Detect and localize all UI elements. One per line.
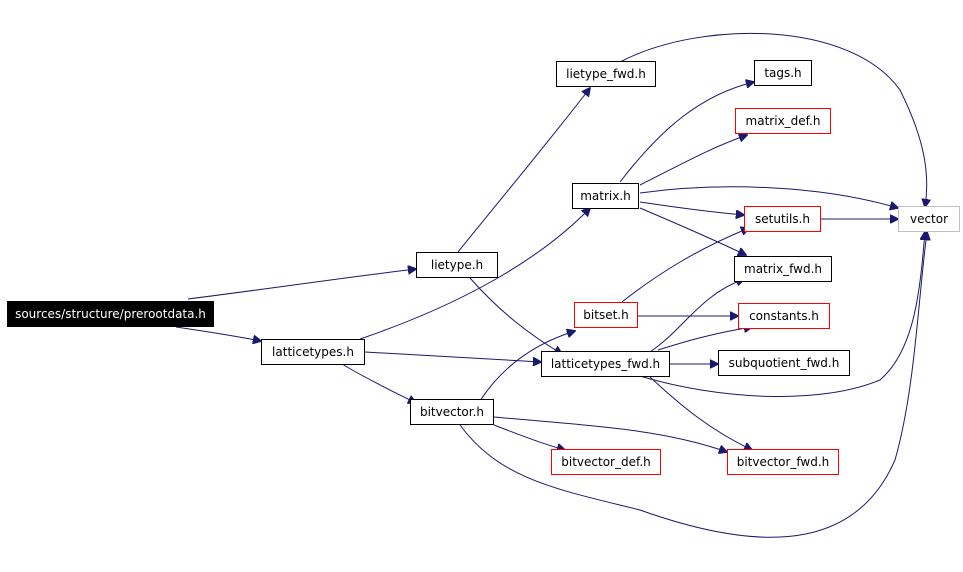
edge-matrix-matrix_def <box>639 135 747 186</box>
node-label: bitset.h <box>583 308 629 322</box>
edge-prerootdata-latticetypes <box>175 326 261 341</box>
edge-matrix-tags <box>619 82 754 183</box>
node-label: matrix_fwd.h <box>744 262 822 276</box>
node-label: lietype_fwd.h <box>566 67 646 81</box>
node-label: bitvector.h <box>419 405 485 419</box>
edge-lietype-latticetypes_fwd <box>469 277 562 354</box>
edge-matrix-matrix_fwd <box>639 207 746 255</box>
edge-latticetypes_fwd-constants <box>657 327 752 351</box>
node-tags[interactable]: tags.h <box>754 60 812 86</box>
node-label: latticetypes.h <box>272 345 354 359</box>
edge-latticetypes_fwd-bitvector_fwd <box>649 376 752 450</box>
node-lietype_fwd[interactable]: lietype_fwd.h <box>556 61 656 87</box>
node-label: tags.h <box>764 66 802 80</box>
node-bitvector_def[interactable]: bitvector_def.h <box>551 449 661 475</box>
edge-latticetypes_fwd-matrix_fwd <box>649 279 744 353</box>
edge-matrix-setutils <box>639 201 744 215</box>
node-latticetypes_fwd[interactable]: latticetypes_fwd.h <box>541 351 670 377</box>
node-matrix[interactable]: matrix.h <box>572 183 639 209</box>
node-label: vector <box>909 212 949 226</box>
node-label: matrix.h <box>580 189 631 203</box>
edge-latticetypes-bitvector <box>341 363 416 403</box>
node-bitvector[interactable]: bitvector.h <box>410 399 494 425</box>
node-subquotient_fwd[interactable]: subquotient_fwd.h <box>718 350 850 376</box>
node-matrix_def[interactable]: matrix_def.h <box>735 108 831 134</box>
edge-latticetypes-latticetypes_fwd <box>364 351 541 362</box>
node-label: setutils.h <box>755 212 810 226</box>
node-vector[interactable]: vector <box>898 206 960 232</box>
node-label: sources/structure/prerootdata.h <box>15 307 206 321</box>
edge-bitset-setutils <box>621 228 749 303</box>
node-prerootdata[interactable]: sources/structure/prerootdata.h <box>7 301 214 327</box>
node-label: subquotient_fwd.h <box>728 356 840 370</box>
node-constants[interactable]: constants.h <box>738 303 830 329</box>
edge-bitvector-vector <box>459 232 927 538</box>
edge-lietype-lietype_fwd <box>457 88 590 253</box>
edge-latticetypes-matrix <box>359 208 590 340</box>
node-label: latticetypes_fwd.h <box>550 357 661 371</box>
node-matrix_fwd[interactable]: matrix_fwd.h <box>734 256 832 282</box>
node-bitset[interactable]: bitset.h <box>574 302 638 328</box>
node-label: lietype.h <box>430 258 484 272</box>
edge-latticetypes_fwd-vector <box>639 232 925 398</box>
node-bitvector_fwd[interactable]: bitvector_fwd.h <box>727 449 839 475</box>
edge-matrix-vector <box>639 186 898 208</box>
node-setutils[interactable]: setutils.h <box>744 206 821 232</box>
node-label: matrix_def.h <box>745 114 821 128</box>
edge-lietype_fwd-vector <box>619 32 927 207</box>
edge-prerootdata-lietype <box>187 269 416 300</box>
node-label: bitvector_def.h <box>561 455 651 469</box>
node-label: bitvector_fwd.h <box>736 455 830 469</box>
node-label: constants.h <box>749 309 819 323</box>
edge-bitvector-bitset <box>479 331 575 402</box>
edge-bitvector-bitvector_def <box>493 424 565 450</box>
node-lietype[interactable]: lietype.h <box>416 252 498 278</box>
node-latticetypes[interactable]: latticetypes.h <box>261 339 365 365</box>
edge-bitvector-bitvector_fwd <box>493 416 727 452</box>
